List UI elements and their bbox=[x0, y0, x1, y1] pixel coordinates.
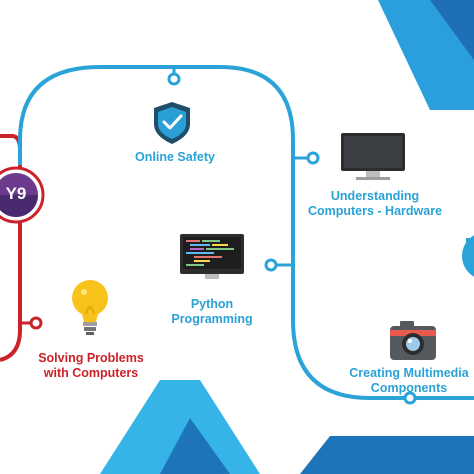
bottom-right-shape bbox=[300, 436, 474, 474]
shield-check-icon bbox=[154, 102, 190, 144]
node-hardware bbox=[306, 151, 320, 165]
hardware-label: Understanding Computers - Hardware bbox=[307, 189, 443, 218]
top-right-shape bbox=[378, 0, 474, 110]
node-multimedia bbox=[403, 391, 417, 405]
top-right-shape-dark bbox=[430, 0, 474, 60]
blue-path bbox=[18, 65, 474, 400]
monitor-icon bbox=[341, 133, 405, 180]
node-python bbox=[264, 258, 278, 272]
bottom-shape-light bbox=[100, 380, 260, 474]
problems-label: Solving Problems with Computers bbox=[38, 351, 144, 380]
python-label: Python Programming bbox=[171, 297, 253, 326]
year-badge bbox=[0, 166, 45, 224]
online-safety-label: Online Safety bbox=[135, 150, 215, 164]
node-online-safety bbox=[167, 72, 181, 86]
lightbulb-icon bbox=[72, 280, 108, 335]
code-monitor-icon bbox=[180, 234, 244, 279]
camera-icon bbox=[390, 321, 436, 360]
right-edge-circle bbox=[462, 235, 474, 277]
multimedia-label: Creating Multimedia Components bbox=[349, 366, 469, 395]
year-badge-label: Y9 bbox=[5, 184, 27, 203]
node-problems bbox=[29, 316, 43, 330]
decorative-shapes bbox=[100, 0, 474, 474]
bottom-shape-dark bbox=[160, 418, 230, 474]
